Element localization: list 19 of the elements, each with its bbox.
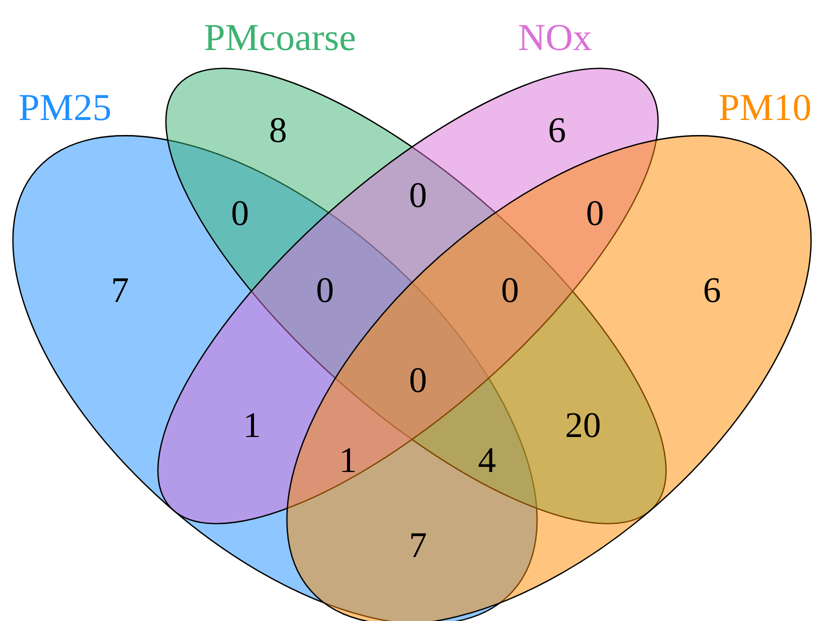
set-label: PM25 xyxy=(18,89,112,127)
region-count: 0 xyxy=(586,195,604,231)
set-label: NOx xyxy=(518,19,592,57)
region-count: 7 xyxy=(409,527,427,563)
region-count: 1 xyxy=(243,407,261,443)
set-label: PM10 xyxy=(718,89,812,127)
region-count: 6 xyxy=(703,272,721,308)
set-label: PMcoarse xyxy=(204,19,356,57)
region-count: 7 xyxy=(111,272,129,308)
region-count: 1 xyxy=(339,442,357,478)
region-count: 4 xyxy=(478,442,496,478)
region-count: 0 xyxy=(231,195,249,231)
region-count: 0 xyxy=(316,272,334,308)
region-count: 20 xyxy=(565,407,601,443)
region-count: 8 xyxy=(269,112,287,148)
region-count: 0 xyxy=(409,177,427,213)
region-count: 0 xyxy=(409,362,427,398)
region-count: 6 xyxy=(548,112,566,148)
region-count: 0 xyxy=(501,272,519,308)
